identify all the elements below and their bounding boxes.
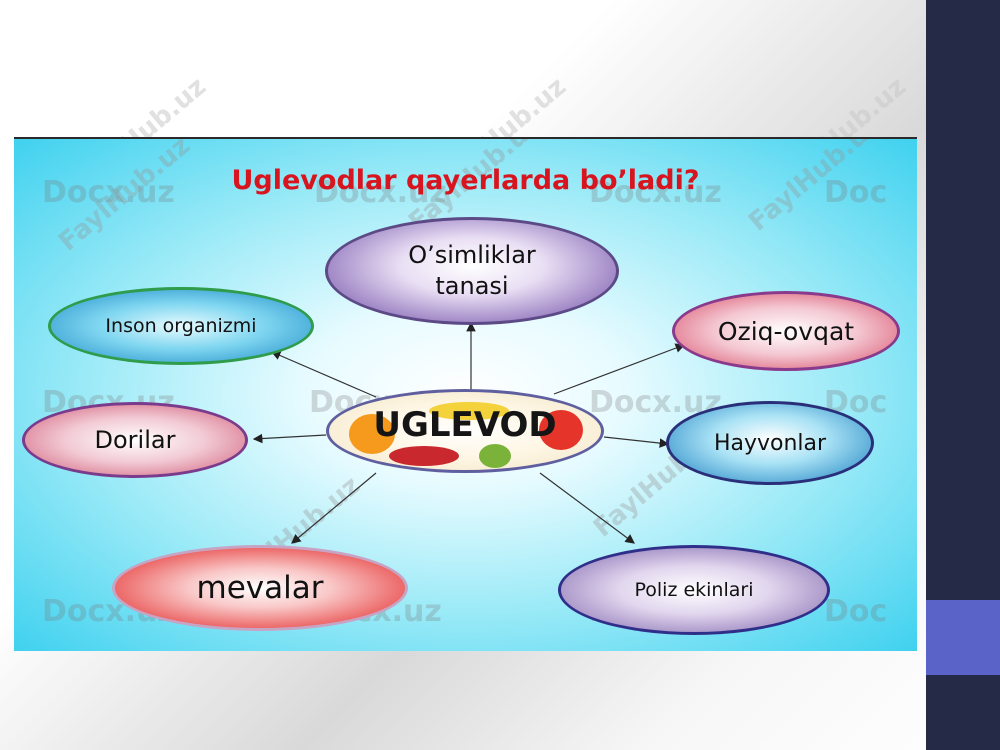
center-label: UGLEVOD (373, 405, 557, 445)
diagram-image: Docx.uz Docx.uz Docx.uz Doc Docx.uz Docx… (14, 137, 917, 651)
node-poliz-ekinlari: Poliz ekinlari (558, 545, 830, 635)
fruit-kiwi-icon (479, 444, 511, 468)
center-node-uglevod (326, 389, 604, 473)
watermark-docx: Docx.uz (42, 175, 175, 210)
watermark-docx-partial: Doc (824, 594, 888, 629)
node-osimliklar-line2: tanasi (435, 272, 509, 300)
node-oziq-ovqat: Oziq-ovqat (672, 291, 900, 371)
connector-arrows (252, 321, 686, 544)
node-hayvonlar: Hayvonlar (666, 401, 874, 485)
fruit-apple-icon (539, 410, 583, 450)
node-osimliklar-line1: O’simliklar (408, 241, 536, 269)
node-mevalar: mevalar (112, 545, 408, 631)
watermark-docx: Docx.uz (589, 175, 722, 210)
fruit-orange-icon (349, 414, 395, 454)
watermark-docx: Docx.uz (314, 175, 447, 210)
diagram-title: Uglevodlar qayerlarda bo’ladi? (231, 165, 700, 196)
node-dorilar: Dorilar (22, 402, 248, 478)
watermark-docx-partial: Doc (824, 175, 888, 210)
fruit-banana-icon (429, 402, 509, 420)
node-inson-organizmi: Inson organizmi (48, 287, 314, 365)
sidebar-accent-block (926, 600, 1000, 675)
fruit-berries-icon (389, 446, 459, 466)
node-osimliklar-tanasi: O’simliklar tanasi (325, 217, 619, 325)
